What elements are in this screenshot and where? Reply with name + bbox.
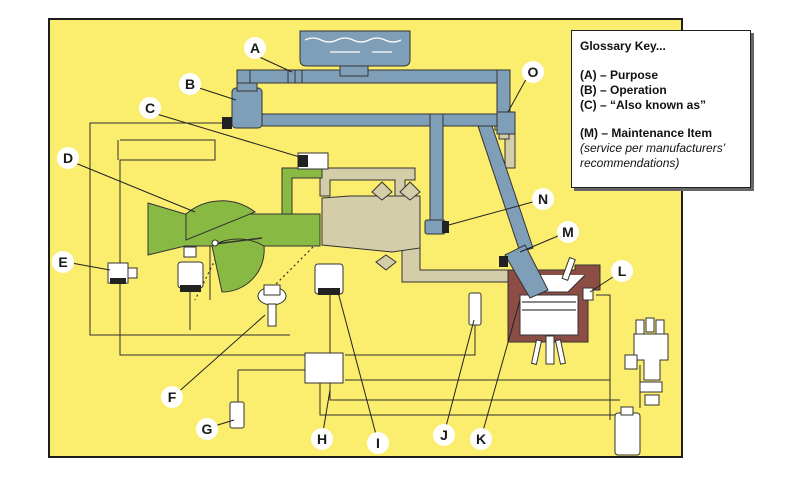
wiring bbox=[89, 122, 641, 420]
distributor bbox=[624, 317, 669, 406]
component-f-regulator bbox=[257, 284, 287, 327]
svg-text:O: O bbox=[528, 64, 539, 80]
component-a-valve bbox=[287, 69, 303, 84]
svg-text:G: G bbox=[202, 421, 213, 437]
glossary-operation: (B) – Operation bbox=[580, 83, 667, 97]
svg-text:M: M bbox=[562, 224, 574, 240]
svg-text:F: F bbox=[168, 389, 177, 405]
component-j-sensor bbox=[468, 292, 482, 326]
component-l-sensor bbox=[582, 287, 594, 301]
callout-g: G bbox=[196, 418, 218, 440]
callout-i: I bbox=[367, 432, 389, 454]
glossary-maintenance: (M) – Maintenance Item bbox=[580, 126, 713, 140]
component-i-sensor bbox=[314, 263, 344, 295]
callout-h: H bbox=[311, 428, 333, 450]
glossary-note: (service per manufacturers' recommendati… bbox=[580, 141, 726, 170]
fuel-lines bbox=[236, 69, 534, 253]
component-b-canister bbox=[222, 82, 263, 129]
svg-text:E: E bbox=[58, 254, 67, 270]
svg-text:N: N bbox=[538, 191, 548, 207]
callout-f: F bbox=[161, 386, 183, 408]
glossary-title: Glossary Key... bbox=[580, 39, 666, 53]
callout-a: A bbox=[244, 37, 266, 59]
callout-k: K bbox=[470, 428, 492, 450]
svg-text:K: K bbox=[476, 431, 486, 447]
callout-c: C bbox=[139, 97, 161, 119]
component-c-solenoid bbox=[297, 152, 329, 170]
fuel-tank bbox=[299, 30, 411, 77]
svg-text:A: A bbox=[250, 40, 260, 56]
engine-cylinder bbox=[507, 256, 601, 365]
svg-text:I: I bbox=[376, 435, 380, 451]
component-m-injector bbox=[499, 244, 549, 299]
svg-text:B: B bbox=[185, 76, 195, 92]
leader-lines bbox=[65, 54, 620, 443]
callout-d: D bbox=[57, 147, 79, 169]
ignition-coil bbox=[614, 406, 641, 456]
svg-text:J: J bbox=[440, 427, 448, 443]
glossary-also-known-as: (C) – “Also known as” bbox=[580, 98, 707, 112]
component-e-sensor bbox=[107, 262, 138, 284]
glossary-purpose: (A) – Purpose bbox=[580, 68, 659, 82]
callout-e: E bbox=[52, 251, 74, 273]
glossary-key: Glossary Key... (A) – Purpose (B) – Oper… bbox=[571, 30, 751, 188]
callout-b: B bbox=[179, 73, 201, 95]
svg-text:L: L bbox=[618, 263, 627, 279]
svg-text:H: H bbox=[317, 431, 327, 447]
callout-m: M bbox=[557, 221, 579, 243]
map-sensor bbox=[177, 246, 204, 292]
component-h-module bbox=[304, 352, 344, 384]
svg-text:C: C bbox=[145, 100, 155, 116]
component-g-sensor bbox=[229, 401, 245, 429]
callout-l: L bbox=[611, 260, 633, 282]
component-n-valve bbox=[424, 219, 449, 235]
callout-o: O bbox=[522, 61, 544, 83]
svg-text:D: D bbox=[63, 150, 73, 166]
component-o-valve bbox=[496, 111, 516, 140]
callout-j: J bbox=[433, 424, 455, 446]
callout-n: N bbox=[532, 188, 554, 210]
intake-path bbox=[147, 167, 323, 293]
